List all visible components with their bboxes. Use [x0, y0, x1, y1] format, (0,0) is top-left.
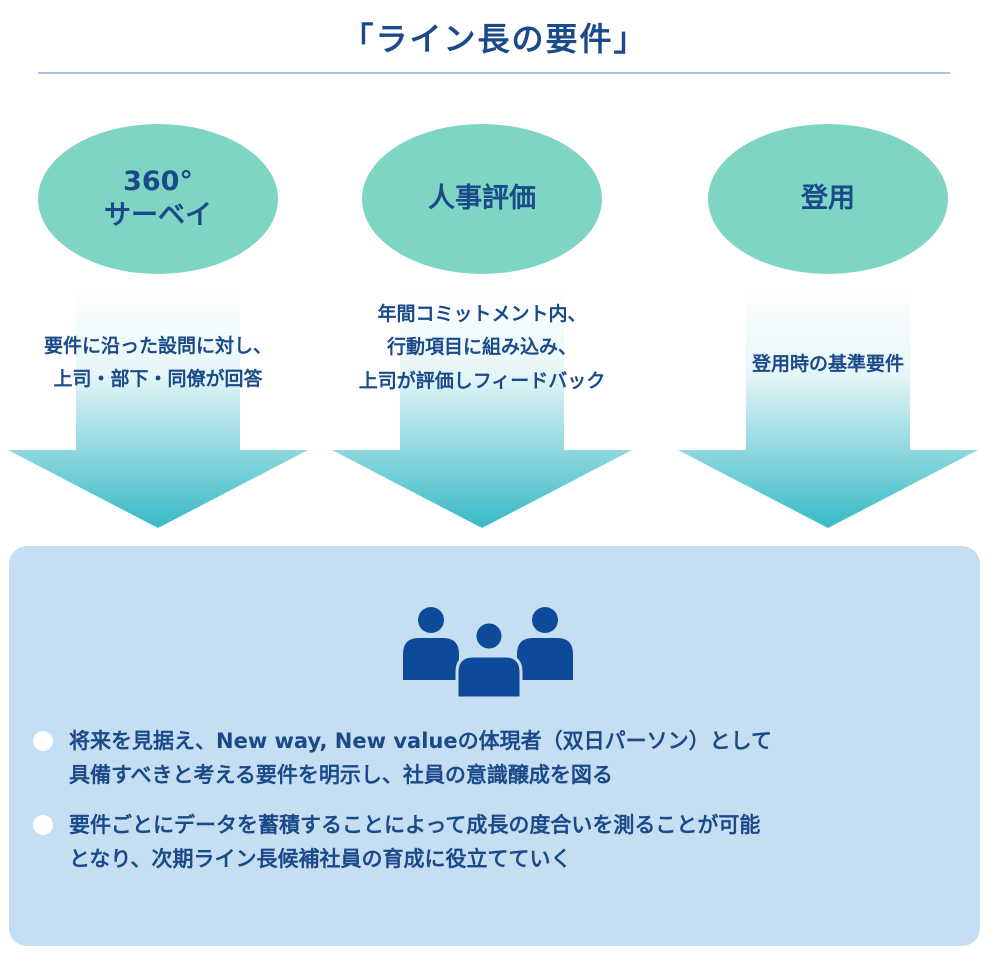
bullet-dot-icon — [33, 731, 53, 751]
list-item: 将来を見据え、New way, New valueの体現者（双日パーソン）として… — [29, 724, 959, 792]
bullet-dot-icon — [33, 815, 53, 836]
people-group-icon — [403, 607, 573, 700]
down-arrow-icon — [8, 290, 308, 528]
promotion-label: 登用 — [801, 183, 855, 215]
evaluation-label: 人事評価 — [428, 183, 536, 215]
title-divider — [38, 72, 950, 74]
column-evaluation: 人事評価 年間コミットメント内、 行動項目に組み込み、 上司が評価しフィードバッ… — [332, 0, 632, 540]
evaluation-description: 年間コミットメント内、 行動項目に組み込み、 上司が評価しフィードバック — [358, 303, 606, 392]
bullet-text: 将来を見据え、New way, New valueの体現者（双日パーソン）として… — [69, 729, 772, 788]
evaluation-ellipse: 人事評価 — [362, 124, 602, 274]
down-arrow-icon — [678, 290, 978, 528]
promotion-ellipse: 登用 — [708, 124, 948, 274]
survey-description: 要件に沿った設問に対し、 上司・部下・同僚が回答 — [43, 335, 272, 391]
bullet-text: 要件ごとにデータを蓄積することによって成長の度合いを測ることが可能 となり、次期… — [69, 813, 761, 872]
list-item: 要件ごとにデータを蓄積することによって成長の度合いを測ることが可能 となり、次期… — [29, 808, 959, 876]
down-arrow-icon — [332, 290, 632, 528]
promotion-description: 登用時の基準要件 — [751, 353, 904, 375]
bullet-list: 将来を見据え、New way, New valueの体現者（双日パーソン）として… — [29, 724, 959, 892]
summary-panel: 将来を見据え、New way, New valueの体現者（双日パーソン）として… — [9, 546, 980, 946]
survey-ellipse: 360° サーベイ — [38, 124, 278, 274]
column-survey: 360° サーベイ 要件に沿った設問に対し、 上司・部下・同僚が回答 — [8, 0, 308, 540]
column-promotion: 登用 登用時の基準要件 — [678, 0, 978, 540]
page-title: 「ライン長の要件」 — [341, 20, 648, 58]
survey-label: 360° サーベイ — [104, 166, 212, 231]
